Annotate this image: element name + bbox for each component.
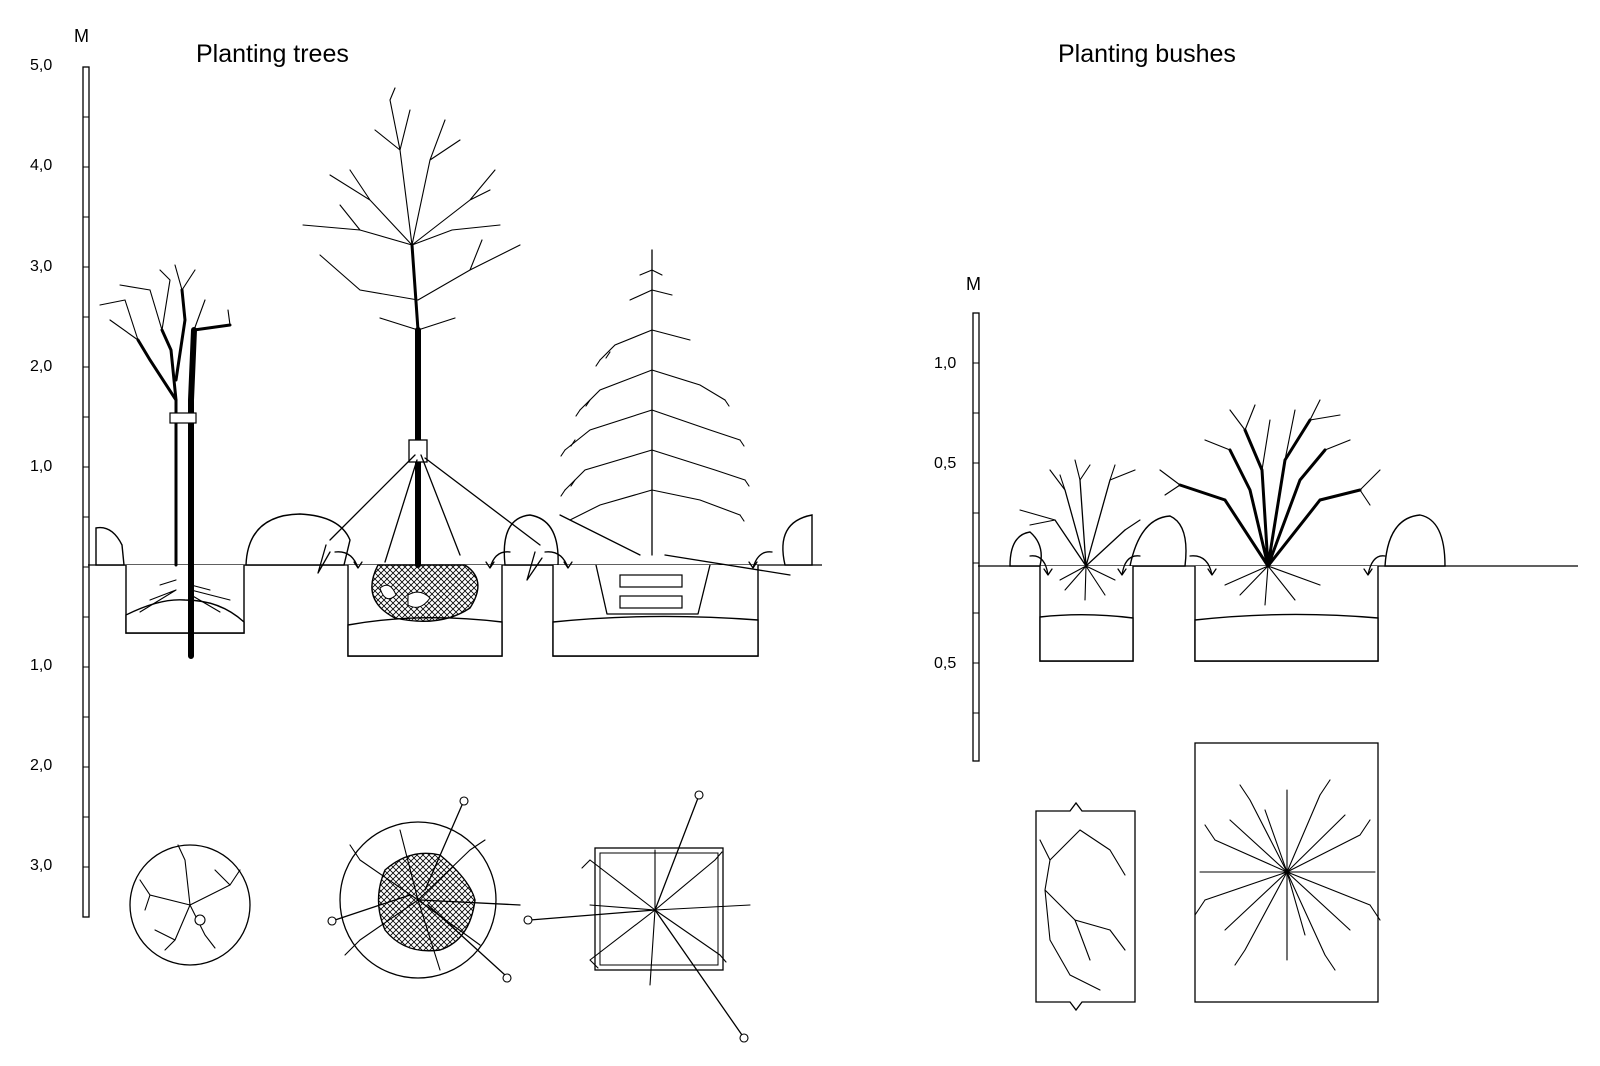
trees-scale-label-below-3-0: 3,0 xyxy=(30,857,52,874)
trees-scale-label-1-0: 1,0 xyxy=(30,458,52,475)
trees-scale-bar: M 5,0 4,0 3,0 2,0 1,0 1,0 2,0 3,0 xyxy=(30,26,90,918)
trees-scale-unit: M xyxy=(74,26,89,46)
trees-scale-label-3-0: 3,0 xyxy=(30,258,52,275)
conifer-tree xyxy=(552,249,791,657)
bare-root-tree xyxy=(99,264,245,659)
conifer-plan xyxy=(523,790,751,1043)
large-bush-plan xyxy=(1194,742,1381,1003)
trees-soil-arrows xyxy=(334,551,773,569)
bushes-scale-label-below-0-5: 0,5 xyxy=(934,655,956,672)
bushes-scale-unit: M xyxy=(966,274,981,294)
bushes-scale-label-0-5: 0,5 xyxy=(934,455,956,472)
bare-root-plan xyxy=(129,844,251,966)
trees-scale-label-below-1-0: 1,0 xyxy=(30,657,52,674)
root-ball xyxy=(371,564,479,623)
balled-plan xyxy=(327,796,521,983)
trees-scale-label-4-0: 4,0 xyxy=(30,157,52,174)
small-bush xyxy=(1019,459,1141,662)
small-bush-plan xyxy=(1035,801,1136,1012)
trees-scale-label-2-0: 2,0 xyxy=(30,358,52,375)
trees-title: Planting trees xyxy=(196,40,349,68)
bushes-title: Planting bushes xyxy=(1058,40,1236,68)
trees-scale-label-below-2-0: 2,0 xyxy=(30,757,52,774)
bushes-scale-label-1-0: 1,0 xyxy=(934,355,956,372)
trees-scale-label-5-0: 5,0 xyxy=(30,57,52,74)
bushes-soil-mounds xyxy=(1009,514,1446,567)
bushes-scale-bar: M 1,0 0,5 0,5 xyxy=(934,274,981,762)
large-bush xyxy=(1159,399,1381,662)
bushes-soil-arrows xyxy=(1029,555,1386,576)
balled-tree xyxy=(302,87,543,657)
